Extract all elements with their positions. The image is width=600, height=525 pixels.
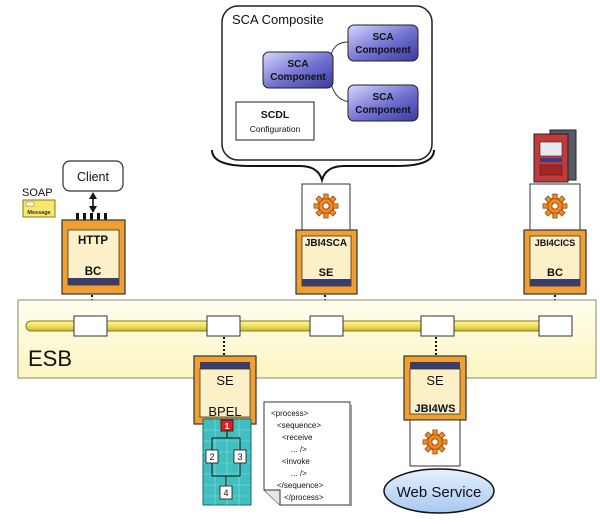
esb-label: ESB — [28, 346, 72, 371]
bpel-service-engine: SE BPEL — [193, 355, 257, 425]
bus-port — [73, 315, 108, 337]
soap-message: SOAP Message — [22, 187, 56, 218]
process-doc-line: </process> — [284, 493, 324, 502]
bpel-step-3: 3 — [233, 449, 247, 464]
gear-icon — [313, 193, 339, 219]
scdl-configuration: SCDL Configuration — [235, 101, 315, 141]
document-page — [263, 401, 351, 506]
sca-composite: SCA Composite SCA Component SCA Componen… — [221, 5, 433, 161]
bpel-step-label: 1 — [225, 421, 230, 431]
gear-icon — [542, 193, 568, 219]
sca-component-middle: SCA Component — [262, 51, 334, 89]
bpel-connector-name: BPEL — [208, 404, 241, 419]
bpel-process-flow: 1 2 3 4 — [202, 418, 252, 506]
scdl-subtitle: Configuration — [250, 124, 301, 134]
client-label: Client — [77, 170, 109, 184]
scdl-title: SCDL — [261, 109, 290, 121]
bpel-step-label: 3 — [237, 452, 242, 462]
bpel-connector-type: SE — [216, 373, 234, 388]
jbi4ws-connector-name: JBI4WS — [415, 403, 456, 415]
component-label-line1: SCA — [372, 92, 393, 103]
jbi4sca-connector-type: SE — [319, 267, 334, 279]
process-doc-line: <sequence> — [277, 421, 321, 430]
bpel-step-2: 2 — [205, 449, 219, 464]
component-label-line1: SCA — [287, 59, 308, 70]
jbi4cics-connector-name: JBI4CICS — [535, 238, 576, 248]
jbi4cics-connector-type: BC — [547, 267, 563, 279]
soap-doc-label: Message — [27, 210, 50, 216]
bpel-process-document: <process> <sequence> <receive ... /> <in… — [263, 401, 352, 506]
process-doc-line: ... /> — [291, 445, 307, 454]
bpel-step-4: 4 — [219, 485, 233, 500]
esb-bus-pipe — [25, 320, 573, 332]
esb-band: ESB — [17, 299, 597, 379]
sca-component-bottom: SCA Component — [347, 84, 419, 122]
composite-brace — [211, 149, 435, 184]
cics-mainframe-icon — [533, 129, 577, 183]
gear-icon — [422, 429, 448, 455]
bpel-step-label: 2 — [209, 452, 214, 462]
jbi4sca-connector-name: JBI4SCA — [305, 238, 347, 249]
web-service-label: Web Service — [397, 484, 482, 501]
jbi4ws-service-engine: SE JBI4WS — [403, 355, 467, 467]
client-box — [62, 160, 124, 192]
bpel-step-label: 4 — [223, 488, 228, 498]
bus-port — [206, 315, 241, 337]
http-connector-name: HTTP — [78, 235, 108, 247]
bus-port — [538, 315, 573, 337]
component-label-line2: Component — [355, 45, 411, 56]
sca-composite-title: SCA Composite — [232, 12, 324, 27]
http-binding-component: HTTP BC — [61, 213, 126, 295]
process-doc-line: <receive — [282, 433, 313, 442]
bus-port — [420, 315, 455, 337]
jbi4sca-service-engine: JBI4SCA SE — [295, 183, 358, 295]
process-doc-line: ... /> — [291, 469, 307, 478]
web-service-node: Web Service — [383, 468, 495, 514]
soap-label: SOAP — [22, 187, 53, 199]
component-label-line2: Component — [270, 72, 326, 83]
esb-background — [17, 299, 597, 379]
sca-component-top: SCA Component — [347, 24, 419, 62]
http-connector-type: BC — [85, 266, 102, 278]
process-doc-line: <process> — [271, 409, 309, 418]
client-node: Client — [62, 160, 124, 192]
component-label-line2: Component — [355, 105, 411, 116]
process-doc-line: <invoke — [282, 457, 310, 466]
bus-port — [309, 315, 344, 337]
web-service-ellipse — [383, 468, 495, 514]
client-http-arrow — [89, 192, 97, 213]
jbi4cics-binding-component: JBI4CICS BC — [523, 183, 587, 295]
process-doc-line: </sequence> — [277, 481, 324, 490]
component-label-line1: SCA — [372, 32, 393, 43]
jbi4ws-connector-type: SE — [426, 373, 444, 388]
bpel-step-1: 1 — [220, 419, 234, 432]
